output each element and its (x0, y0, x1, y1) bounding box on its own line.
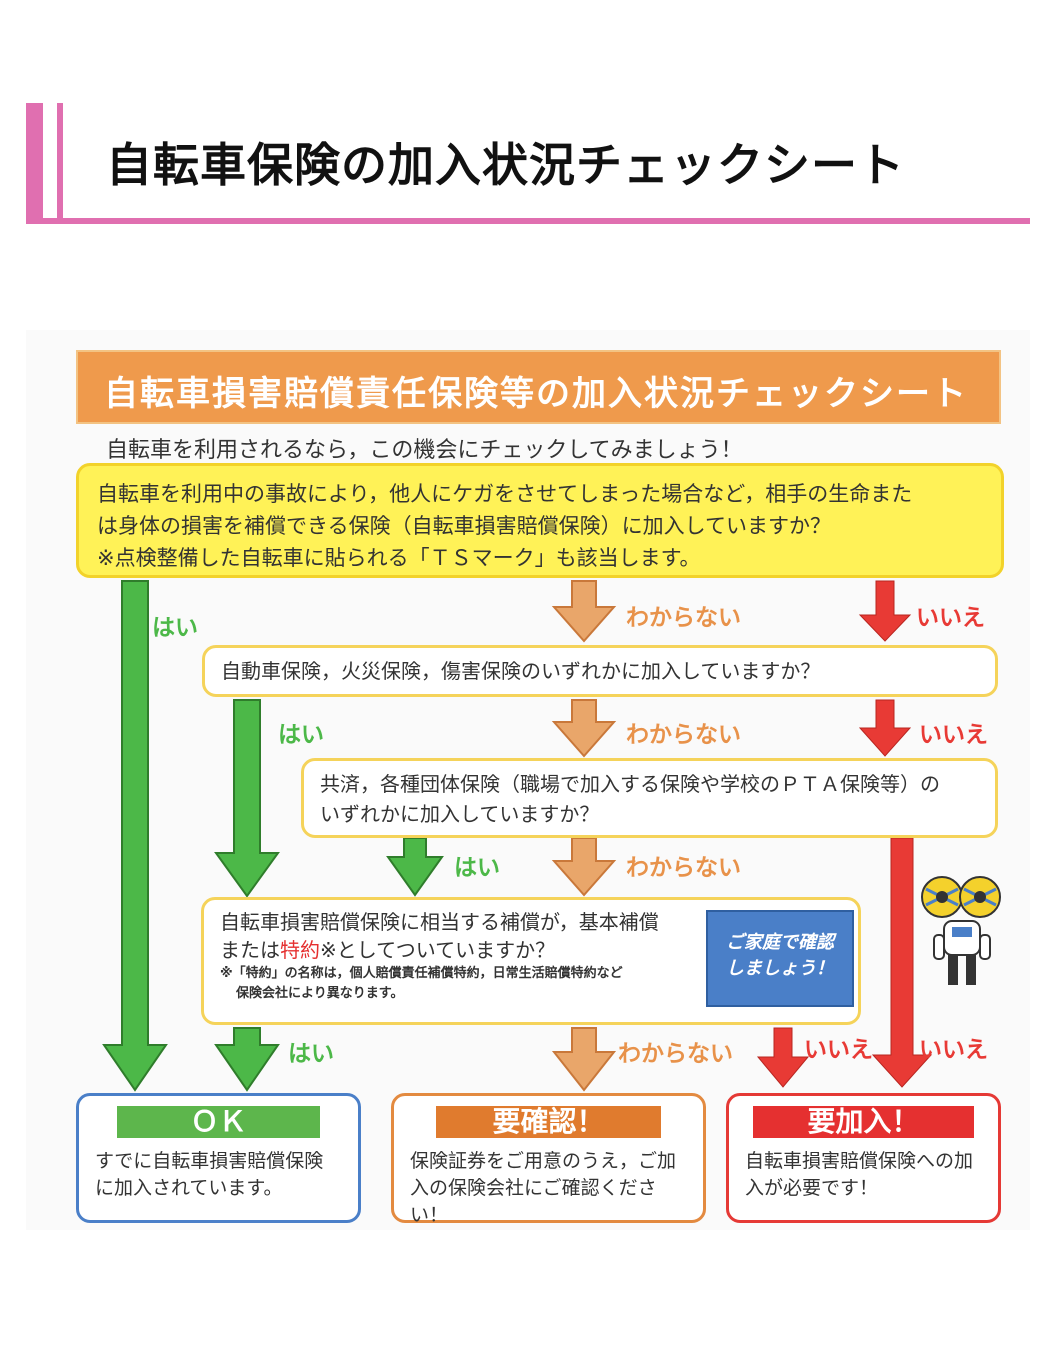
yes-arrow-q2-q4 (214, 699, 280, 898)
page-header: 自転車保険の加入状況チェックシート (26, 103, 1030, 224)
special-clause-term: 特約 (280, 938, 320, 962)
yes-arrow-q4-ok (214, 1027, 280, 1092)
question-3-line-1: 共済，各種団体保険（職場で加入する保険や学校のＰＴＡ保険等）の (320, 772, 940, 796)
intro-text: 自転車を利用されるなら，この機会にチェックしてみましょう！ (106, 438, 743, 463)
result-check-text: 保険証券をご用意のうえ，ご加 入の保険会社にご確認くださ い！ (410, 1150, 677, 1226)
question-1-line-3: ※点検整備した自転車に貼られる「ＴＳマーク」も該当します。 (97, 546, 701, 570)
question-4-line-1: 自転車損害賠償保険に相当する補償が，基本補償 (220, 910, 659, 934)
label-yes-4: はい (288, 1041, 334, 1067)
unknown-arrow-2 (551, 699, 617, 758)
no-arrow-2 (858, 699, 912, 757)
header-underline (26, 218, 1030, 224)
result-join-text: 自転車損害賠償保険への加 入が必要です！ (745, 1150, 974, 1199)
label-no-3: いいえ (919, 1037, 988, 1063)
label-no-2: いいえ (919, 722, 988, 748)
no-arrow-q4-join (756, 1027, 810, 1088)
question-4-note-2: 保険会社により異なります。 (236, 986, 404, 1001)
bicycle-mascot-icon (921, 876, 1001, 985)
question-4-line-2: または特約※としてついていますか？ (220, 938, 556, 962)
flow-arrows (102, 580, 933, 1092)
yes-arrow-q1-ok (102, 580, 168, 1092)
check-sheet-flowchart: 自転車損害賠償責任保険等の加入状況チェックシート 自転車を利用されるなら，この機… (26, 330, 1030, 1230)
label-unknown-1: わからない (626, 605, 741, 631)
page-title: 自転車保険の加入状況チェックシート (106, 138, 905, 192)
unknown-arrow-3 (551, 837, 617, 897)
label-unknown-3: わからない (626, 855, 741, 881)
yes-arrow-q3-q4 (386, 837, 444, 897)
unknown-arrow-1 (551, 580, 617, 643)
question-1-line-1: 自転車を利用中の事故により，他人にケガをさせてしまった場合など，相手の生命また (97, 482, 913, 506)
question-1-line-2: は身体の損害を補償できる保険（自転車損害賠償保険）に加入していますか？ (97, 514, 831, 538)
label-unknown-4: わからない (618, 1041, 733, 1067)
label-unknown-2: わからない (626, 722, 741, 748)
header-accent-bar (26, 103, 43, 224)
label-no-1: いいえ (916, 605, 985, 631)
label-yes-1: はい (152, 615, 198, 641)
question-1-box: 自転車を利用中の事故により，他人にケガをさせてしまった場合など，相手の生命また … (76, 463, 1004, 578)
check-at-home-line-2: しましょう！ (726, 958, 834, 979)
label-yes-3: はい (454, 855, 500, 881)
no-arrow-q3-join (871, 837, 933, 1088)
question-2-text: 自動車保険，火災保険，傷害保険のいずれかに加入していますか？ (221, 659, 821, 683)
label-yes-2: はい (278, 722, 324, 748)
result-ok-text: すでに自転車損害賠償保険 に加入されています。 (95, 1150, 324, 1199)
question-3-line-2: いずれかに加入していますか？ (320, 802, 600, 826)
no-arrow-1 (858, 580, 912, 642)
question-3-box: 共済，各種団体保険（職場で加入する保険や学校のＰＴＡ保険等）の いずれかに加入し… (301, 758, 998, 838)
unknown-arrow-4 (551, 1027, 617, 1092)
header-accent-bar-thin (57, 103, 63, 224)
result-check-heading: 要確認！ (436, 1106, 661, 1138)
check-at-home-line-1: ご家庭で確認 (726, 932, 834, 953)
result-ok-heading: ＯＫ (117, 1106, 320, 1138)
result-ok-box: ＯＫ すでに自転車損害賠償保険 に加入されています。 (76, 1093, 361, 1223)
question-2-box: 自動車保険，火災保険，傷害保険のいずれかに加入していますか？ (202, 645, 998, 697)
result-join-box: 要加入！ 自転車損害賠償保険への加 入が必要です！ (726, 1093, 1001, 1223)
question-4-note-1: ※「特約」の名称は，個人賠償責任補償特約，日常生活賠償特約など (220, 966, 623, 981)
flowchart-banner: 自転車損害賠償責任保険等の加入状況チェックシート (76, 350, 1001, 424)
flowchart-title: 自転車損害賠償責任保険等の加入状況チェックシート (104, 374, 968, 414)
label-no-4: いいえ (804, 1037, 873, 1063)
check-at-home-box: ご家庭で確認 しましょう！ (706, 910, 854, 1007)
result-join-heading: 要加入！ (753, 1106, 974, 1138)
result-check-box: 要確認！ 保険証券をご用意のうえ，ご加 入の保険会社にご確認くださ い！ (391, 1093, 706, 1226)
